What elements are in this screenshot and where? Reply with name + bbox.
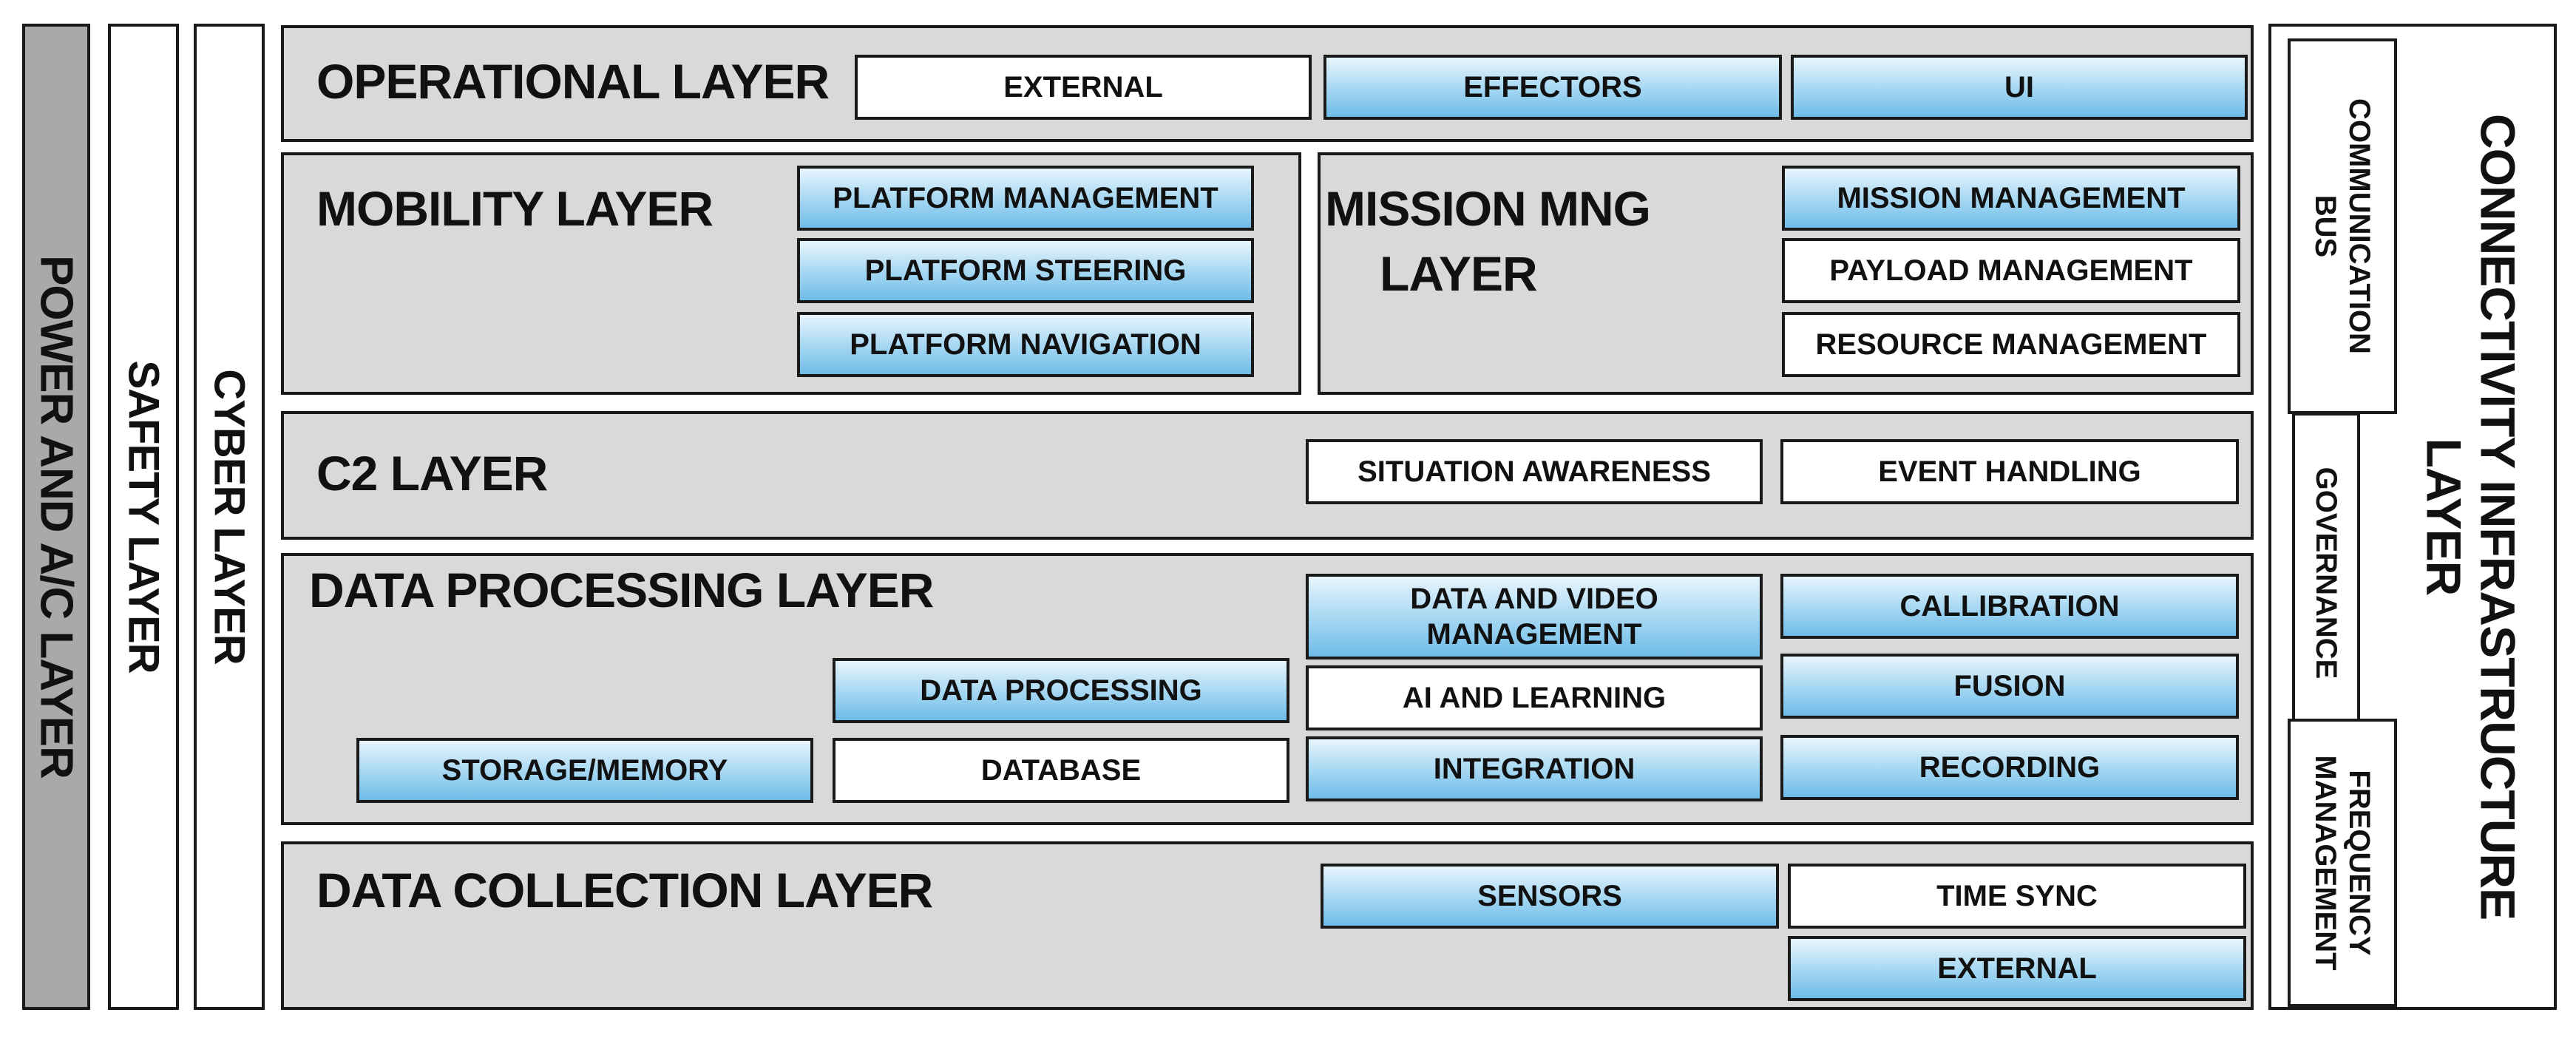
time-sync-box: TIME SYNC xyxy=(1788,864,2246,929)
communication-bus-line2: BUS xyxy=(2309,194,2342,258)
platform-steering-box: PLATFORM STEERING xyxy=(797,238,1254,303)
data-collection-layer: DATA COLLECTION LAYER SENSORS TIME SYNC … xyxy=(281,841,2254,1010)
data-processing-layer: DATA PROCESSING LAYER DATA AND VIDEO MAN… xyxy=(281,553,2254,825)
effectors-box: EFFECTORS xyxy=(1323,55,1782,120)
frequency-management-line1: FREQUENCY xyxy=(2343,770,2376,956)
resource-management-box: RESOURCE MANAGEMENT xyxy=(1782,312,2240,377)
payload-management-box: PAYLOAD MANAGEMENT xyxy=(1782,238,2240,303)
storage-memory-box: STORAGE/MEMORY xyxy=(356,738,813,803)
safety-layer: SAFETY LAYER xyxy=(108,24,179,1010)
safety-layer-label: SAFETY LAYER xyxy=(119,360,168,674)
data-processing-layer-title: DATA PROCESSING LAYER xyxy=(309,563,934,617)
cyber-layer-label: CYBER LAYER xyxy=(205,369,254,665)
communication-bus-label: COMMUNICATION BUS xyxy=(2308,98,2376,354)
communication-bus-line1: COMMUNICATION xyxy=(2343,98,2376,354)
mobility-layer: MOBILITY LAYER PLATFORM MANAGEMENT PLATF… xyxy=(281,152,1301,395)
connectivity-infrastructure-layer: COMMUNICATION BUS GOVERNANCE FREQUENCY M… xyxy=(2268,24,2557,1010)
connectivity-infrastructure-title: CONNECTIVITY INFRASTRUCTURE LAYER xyxy=(2417,113,2526,920)
recording-box: RECORDING xyxy=(1780,735,2239,800)
governance-label: GOVERNANCE xyxy=(2310,467,2342,679)
frequency-management-line2: MANAGEMENT xyxy=(2309,755,2342,971)
collection-external-box: EXTERNAL xyxy=(1788,936,2246,1001)
operational-layer: OPERATIONAL LAYER EXTERNAL EFFECTORS UI xyxy=(281,25,2254,142)
c2-layer-title: C2 LAYER xyxy=(316,446,548,501)
governance-box: GOVERNANCE xyxy=(2292,413,2360,733)
data-video-management-box: DATA AND VIDEO MANAGEMENT xyxy=(1306,574,1763,659)
ui-box: UI xyxy=(1791,55,2248,120)
mission-mng-layer-title-line1: MISSION MNG xyxy=(1325,181,1651,236)
integration-box: INTEGRATION xyxy=(1306,736,1763,801)
c2-layer: C2 LAYER SITUATION AWARENESS EVENT HANDL… xyxy=(281,411,2254,540)
data-video-management-line2: MANAGEMENT xyxy=(1426,618,1642,651)
fusion-box: FUSION xyxy=(1780,654,2239,719)
connectivity-title-line1: CONNECTIVITY INFRASTRUCTURE xyxy=(2470,113,2526,920)
mission-mng-layer: MISSION MNG LAYER MISSION MANAGEMENT PAY… xyxy=(1318,152,2254,395)
data-collection-layer-title: DATA COLLECTION LAYER xyxy=(316,863,933,918)
communication-bus-box: COMMUNICATION BUS xyxy=(2288,38,2397,414)
data-video-management-line1: DATA AND VIDEO xyxy=(1410,583,1658,615)
frequency-management-label: FREQUENCY MANAGEMENT xyxy=(2308,755,2376,970)
cyber-layer: CYBER LAYER xyxy=(194,24,265,1010)
mission-mng-layer-title-line2: LAYER xyxy=(1380,246,1538,301)
frequency-management-box: FREQUENCY MANAGEMENT xyxy=(2288,719,2397,1007)
platform-navigation-box: PLATFORM NAVIGATION xyxy=(797,312,1254,377)
database-box: DATABASE xyxy=(833,738,1289,803)
event-handling-box: EVENT HANDLING xyxy=(1780,439,2239,504)
mission-management-box: MISSION MANAGEMENT xyxy=(1782,166,2240,231)
sensors-box: SENSORS xyxy=(1321,864,1779,929)
situation-awareness-box: SITUATION AWARENESS xyxy=(1306,439,1763,504)
connectivity-title-line2: LAYER xyxy=(2417,438,2472,596)
data-processing-box: DATA PROCESSING xyxy=(833,658,1289,723)
operational-external-box: EXTERNAL xyxy=(855,55,1312,120)
callibration-box: CALLIBRATION xyxy=(1780,574,2239,639)
power-ac-layer: POWER AND A/C LAYER xyxy=(22,24,90,1010)
ai-learning-box: AI AND LEARNING xyxy=(1306,665,1763,730)
operational-layer-title: OPERATIONAL LAYER xyxy=(316,54,830,109)
platform-management-box: PLATFORM MANAGEMENT xyxy=(797,166,1254,231)
power-ac-layer-label: POWER AND A/C LAYER xyxy=(30,255,82,779)
mobility-layer-title: MOBILITY LAYER xyxy=(316,181,714,236)
